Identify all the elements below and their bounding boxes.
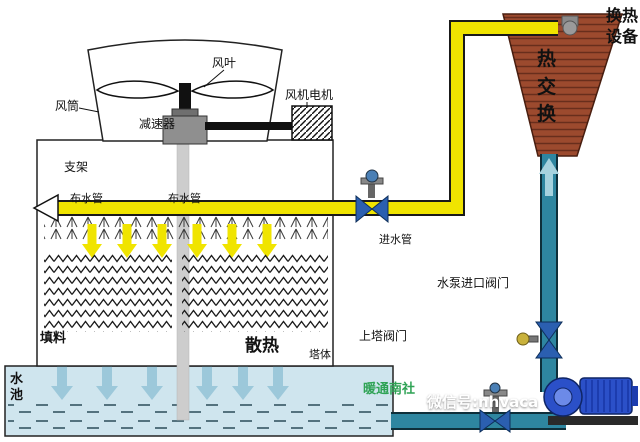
- fan-motor-box: [291, 105, 333, 141]
- label-fan-duct: 风筒: [55, 99, 80, 113]
- inlet-valve-body: [355, 169, 389, 224]
- heat-exchanger: [502, 13, 624, 157]
- pool-flow-arrows: [51, 366, 289, 400]
- water-pool: [4, 365, 394, 437]
- label-heat-exchange-equipment: 换热设备: [606, 6, 639, 46]
- label-tower-valve: 上塔阀门: [359, 329, 408, 343]
- tower-valve-body: [516, 321, 563, 359]
- fan-blade-left: [95, 80, 180, 99]
- label-heat-exchange: 热交换: [537, 48, 557, 126]
- flow-arrow-left: [32, 193, 59, 223]
- exchanger-top-fitting: [561, 15, 579, 36]
- watermark-brand: 暖通南社: [363, 382, 416, 397]
- motor-shaft: [205, 122, 293, 130]
- label-support: 支架: [64, 160, 89, 174]
- label-inlet-pipe: 进水管: [379, 233, 412, 246]
- label-dist-pipe-right: 布水管: [168, 192, 201, 205]
- label-heat-dissipation: 散热: [245, 336, 279, 356]
- label-fan-blade: 风叶: [212, 56, 237, 70]
- label-fill-packing: 填料: [40, 331, 67, 346]
- label-reducer: 减速器: [139, 117, 176, 131]
- label-water-pool: 水池: [10, 372, 24, 404]
- hot-water-pipe: [48, 20, 558, 216]
- fill-packing-left: [44, 254, 172, 332]
- spray-nozzle-band: [44, 216, 328, 240]
- fill-packing-right: [182, 254, 328, 332]
- label-dist-pipe-left: 布水管: [70, 192, 103, 205]
- pump-inlet-valve-body: [479, 382, 511, 433]
- fan-blade-right: [190, 80, 275, 99]
- leader-lines: [78, 69, 308, 113]
- fan-blades: [95, 80, 275, 99]
- hot-water-down-arrows: [82, 224, 277, 258]
- water-pump: [543, 377, 638, 425]
- fill-packing: [44, 254, 328, 332]
- up-flow-arrow: [539, 158, 559, 196]
- label-fan-motor: 风机电机: [285, 88, 334, 102]
- label-pump-inlet-valve: 水泵进口阀门: [437, 276, 510, 290]
- watermark-wechat: 微信号:nhvaca: [427, 393, 539, 411]
- label-tower-body: 塔体: [309, 348, 331, 361]
